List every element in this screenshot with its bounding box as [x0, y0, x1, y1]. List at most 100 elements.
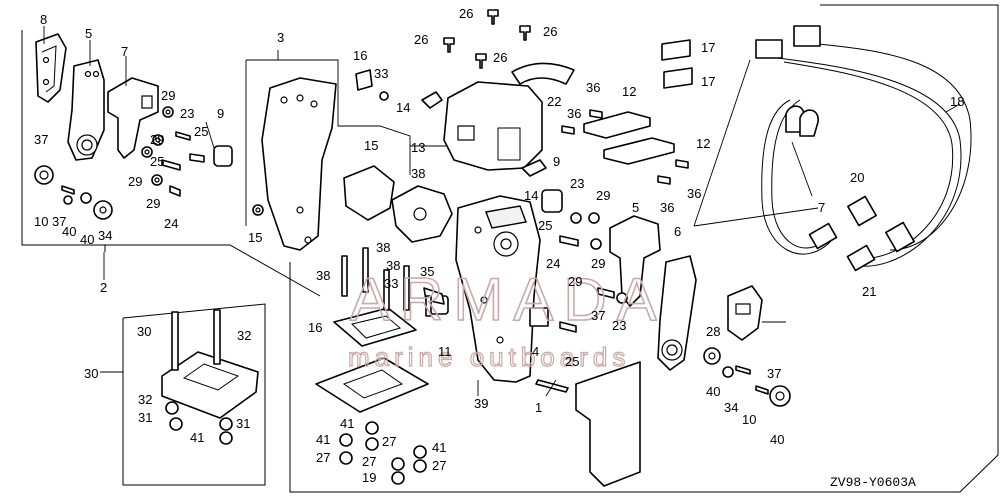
- callout: 19: [362, 470, 376, 485]
- callout: 38: [386, 258, 400, 273]
- callout: 23: [180, 106, 194, 121]
- callout: 24: [164, 216, 178, 231]
- callout: 28: [706, 324, 720, 339]
- callout: 23: [570, 176, 584, 191]
- callout: 4: [532, 344, 539, 359]
- callout: 35: [420, 264, 434, 279]
- part-35-plate: [315, 307, 641, 487]
- callout: 29: [568, 274, 582, 289]
- callout: 38: [376, 240, 390, 255]
- part-3-housing-left: [246, 50, 411, 251]
- callout: 17: [701, 74, 715, 89]
- callout: 25: [150, 154, 164, 169]
- callout: 7: [818, 200, 825, 215]
- callout: 26: [414, 32, 428, 47]
- callout: 34: [724, 400, 738, 415]
- callout: 5: [85, 26, 92, 41]
- leader-lines: [43, 26, 961, 397]
- callout: 9: [553, 154, 560, 169]
- callout: 14: [524, 188, 538, 203]
- part-7-cover: [107, 77, 159, 159]
- part-4-main-housing: [455, 195, 541, 383]
- callouts: 8 5 7 3 16 33 26 26 26 26 17 17 18 22 36…: [34, 6, 964, 485]
- callout: 30: [137, 324, 151, 339]
- callout: 38: [316, 268, 330, 283]
- part-5-lever-arm: [67, 59, 105, 161]
- part-6-grip-right: [727, 285, 763, 341]
- part-2-spacer: [161, 309, 259, 445]
- callout: 26: [493, 50, 507, 65]
- callout: 33: [374, 66, 388, 81]
- part-8-grip: [35, 33, 67, 103]
- part-17-grommets: [661, 39, 693, 89]
- callout: 29: [591, 256, 605, 271]
- callout: 8: [40, 12, 47, 27]
- callout: 39: [474, 396, 488, 411]
- callout: 15: [248, 230, 262, 245]
- callout: 36: [567, 106, 581, 121]
- callout: 10: [34, 214, 48, 229]
- callout: 36: [586, 80, 600, 95]
- callout: 22: [547, 94, 561, 109]
- callout: 37: [591, 308, 605, 323]
- callout: 15: [364, 138, 378, 153]
- callout: 25: [194, 124, 208, 139]
- callout: 29: [128, 174, 142, 189]
- callout: 27: [432, 458, 446, 473]
- watermark-brand: ARMADA: [350, 266, 667, 333]
- callout: 7: [121, 44, 128, 59]
- callout: 31: [138, 410, 152, 425]
- callout: 29: [146, 196, 160, 211]
- callout: 33: [384, 276, 398, 291]
- callout: 21: [862, 284, 876, 299]
- callout: 12: [696, 136, 710, 151]
- callout: 32: [237, 328, 251, 343]
- callout: 5: [632, 200, 639, 215]
- callout: 27: [362, 454, 376, 469]
- callout: 34: [98, 228, 112, 243]
- callout: 40: [80, 232, 94, 247]
- callout: 25: [565, 354, 579, 369]
- callout: 41: [316, 432, 330, 447]
- callout: 36: [687, 186, 701, 201]
- callout: 14: [396, 100, 410, 115]
- callout: 26: [459, 6, 473, 21]
- right-hardware: [559, 109, 791, 407]
- callout: 37: [34, 132, 48, 147]
- assembly-outline: [21, 4, 999, 493]
- part-22-gasket: [511, 62, 575, 85]
- callout: 2: [100, 280, 107, 295]
- callout: 9: [217, 106, 224, 121]
- callout: 41: [340, 416, 354, 431]
- callout: 29: [596, 188, 610, 203]
- callout: 16: [353, 48, 367, 63]
- callout: 40: [62, 224, 76, 239]
- callout: 32: [138, 392, 152, 407]
- part-15-cam: [343, 165, 453, 243]
- callout: 13: [411, 140, 425, 155]
- callout: 12: [622, 84, 636, 99]
- callout: 36: [660, 200, 674, 215]
- part-18-harness: [755, 25, 972, 272]
- part-7-cover-right: [609, 215, 661, 307]
- callout: 11: [438, 344, 452, 359]
- callout: 41: [432, 440, 446, 455]
- callout: 30: [84, 366, 98, 381]
- callout: 26: [543, 24, 557, 39]
- bolts-38: [341, 247, 569, 393]
- callout: 37: [52, 214, 66, 229]
- callout: 1: [535, 400, 542, 415]
- callout: 27: [382, 434, 396, 449]
- callout: 24: [546, 256, 560, 271]
- callout: 27: [316, 450, 330, 465]
- callout: 40: [770, 432, 784, 447]
- callout: 18: [950, 94, 964, 109]
- callout: 3: [277, 30, 284, 45]
- watermark-tagline: marine outboards: [348, 342, 630, 372]
- callout: 16: [308, 320, 322, 335]
- callout: 40: [706, 384, 720, 399]
- watermark: ARMADA marine outboards: [347, 265, 667, 372]
- nuts-27-41: [339, 421, 427, 485]
